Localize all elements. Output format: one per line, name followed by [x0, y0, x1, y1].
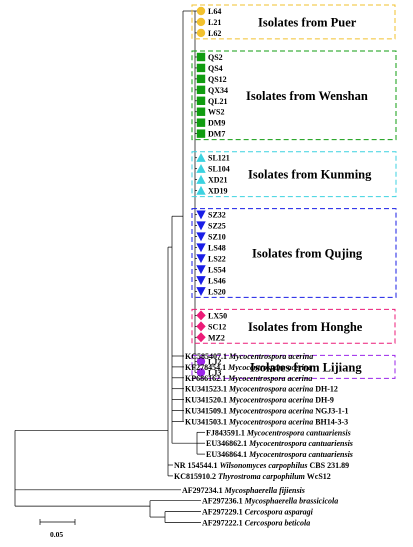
isolate-marker-ls48 — [196, 243, 206, 253]
isolate-marker-sz25 — [196, 221, 206, 231]
isolate-marker-lj2 — [196, 357, 206, 366]
isolate-label-sz25: SZ25 — [208, 222, 226, 231]
isolate-marker-xd19 — [196, 185, 206, 195]
scale-bar: 0.05 — [39, 519, 76, 539]
isolate-marker-dm7 — [196, 129, 206, 138]
isolate-marker-sz32 — [196, 210, 206, 220]
isolate-label-lj3: LJ3 — [208, 368, 221, 377]
isolate-label-sz32: SZ32 — [208, 211, 226, 220]
isolate-label-sl121: SL121 — [208, 154, 230, 163]
reference-label: EU346864.1 Mycocentrospora cantuariensis — [206, 450, 353, 459]
isolate-label-xd19: XD19 — [208, 187, 228, 196]
group-title-honghe: Isolates from Honghe — [248, 320, 363, 334]
reference-label: EU346862.1 Mycocentrospora cantuariensis — [206, 439, 353, 448]
isolate-marker-qs2 — [196, 52, 206, 62]
isolate-label-l64: L64 — [208, 7, 221, 16]
reference-label: KF278454.1 Mycocentrospora acerina — [185, 363, 312, 372]
group-box-qujing — [191, 208, 397, 298]
isolate-marker-dm9 — [196, 118, 206, 127]
isolate-label-ls48: LS48 — [208, 244, 226, 253]
group-title-wenshan: Isolates from Wenshan — [246, 89, 368, 103]
isolate-label-ls22: LS22 — [208, 254, 226, 263]
reference-label: KU341523.1 Mycocentrospora acerina DH-12 — [185, 385, 338, 394]
isolate-marker-ls46 — [196, 276, 206, 286]
isolate-marker-sc12 — [196, 321, 206, 332]
reference-label: KU341520.1 Mycocentrospora acerina DH-9 — [185, 396, 334, 405]
isolate-marker-l64 — [196, 6, 206, 16]
isolate-marker-l21 — [196, 17, 206, 27]
isolate-label-sz10: SZ10 — [208, 233, 226, 242]
isolate-label-qs12: QS12 — [208, 75, 227, 84]
isolate-label-lx50: LX50 — [208, 311, 227, 320]
isolate-label-ls54: LS54 — [208, 265, 226, 274]
isolate-marker-ls22 — [196, 254, 206, 264]
isolate-label-sc12: SC12 — [208, 322, 226, 331]
isolate-marker-sl121 — [196, 153, 206, 162]
isolate-label-sl104: SL104 — [208, 165, 230, 174]
isolate-marker-ls54 — [196, 265, 206, 275]
isolate-marker-lj3 — [196, 368, 206, 377]
isolate-marker-sz10 — [196, 232, 206, 242]
reference-label: KC585407.1 Mycocentrospora acerina — [185, 352, 313, 361]
isolate-marker-qx34 — [196, 85, 206, 95]
reference-label: KC815910.2 Thyrostroma carpophilum WcS12 — [174, 472, 331, 481]
group-title-lijiang: Isolates from Lijiang — [250, 360, 362, 374]
isolate-marker-mz2 — [196, 332, 206, 343]
isolate-label-ls20: LS20 — [208, 287, 226, 296]
isolate-label-lj2: LJ2 — [208, 357, 221, 366]
reference-label: NR 154544.1 Wilsonomyces carpophilus CBS… — [174, 461, 349, 470]
isolate-label-l21: L21 — [208, 18, 221, 27]
group-title-kunming: Isolates from Kunming — [248, 168, 372, 182]
isolate-label-qs4: QS4 — [208, 64, 223, 73]
isolate-marker-qs4 — [196, 63, 206, 73]
tree-branches — [14, 10, 205, 523]
isolate-marker-lx50 — [196, 310, 206, 321]
isolate-marker-ls20 — [196, 287, 206, 297]
isolate-label-ls46: LS46 — [208, 276, 226, 285]
isolate-label-ql21: QL21 — [208, 97, 228, 106]
reference-label: KU341509.1 Mycocentrospora acerina NGJ3-… — [185, 407, 349, 416]
group-box-wenshan — [191, 50, 397, 141]
isolate-label-qs2: QS2 — [208, 53, 223, 62]
reference-label: AF297222.1 Cercospora beticola — [202, 519, 310, 528]
tip-labels: L64L21L62QS2QS4QS12QX34QL21WS2DM9DM7SL12… — [174, 7, 353, 528]
isolate-label-mz2: MZ2 — [208, 333, 225, 342]
isolate-marker-sl104 — [196, 163, 206, 173]
isolate-label-qx34: QX34 — [208, 86, 228, 95]
isolate-label-dm7: DM7 — [208, 130, 225, 139]
reference-label: KP686162.1 Mycocentrospora acerina — [185, 374, 312, 383]
isolate-marker-ws2 — [196, 107, 206, 116]
isolate-marker-ql21 — [196, 96, 206, 105]
group-box-lijiang — [191, 354, 396, 379]
reference-label: FJ843591.1 Mycocentrospora cantuariensis — [206, 428, 351, 437]
isolate-label-ws2: WS2 — [208, 108, 224, 117]
isolate-marker-l62 — [196, 28, 206, 38]
group-box-kunming — [191, 151, 397, 198]
group-box-honghe — [191, 308, 396, 344]
scale-bar-label: 0.05 — [50, 530, 63, 539]
isolate-marker-xd21 — [196, 174, 206, 184]
group-title-puer: Isolates from Puer — [258, 15, 357, 29]
reference-label: KU341503.1 Mycocentrospora acerina BH14-… — [185, 417, 348, 426]
reference-label: AF297229.1 Cercospora asparagi — [202, 508, 314, 517]
isolate-markers — [196, 6, 206, 377]
isolate-label-xd21: XD21 — [208, 176, 228, 185]
reference-label: AF297236.1 Mycosphaerella brassicicola — [202, 497, 338, 506]
isolate-label-l62: L62 — [208, 29, 221, 38]
isolate-label-dm9: DM9 — [208, 119, 225, 128]
group-title-qujing: Isolates from Qujing — [252, 246, 363, 260]
group-box-puer — [191, 4, 396, 40]
reference-label: AF297234.1 Mycosphaerella fijiensis — [182, 486, 305, 495]
isolate-marker-qs12 — [196, 74, 206, 84]
